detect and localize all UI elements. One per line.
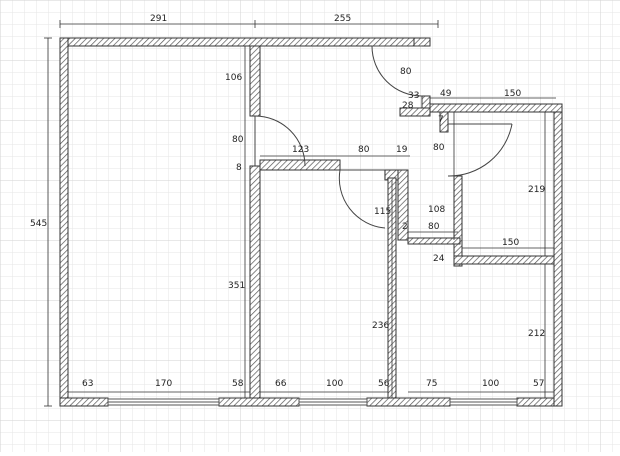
- wall-left: [59, 37, 69, 407]
- wall-mid-vertical: [397, 169, 409, 241]
- wall-partition-upper: [249, 45, 261, 117]
- wall-bottom-2: [218, 397, 300, 407]
- dim-108: 108: [428, 205, 445, 215]
- dim-top-left: 291: [150, 14, 167, 24]
- dim-entry-80: 80: [400, 67, 412, 77]
- dim-win3-right: 57: [533, 379, 544, 389]
- dim-overall-height: 545: [30, 219, 47, 229]
- dim-33: 33: [408, 91, 419, 101]
- wall-corridor-h1: [259, 159, 341, 171]
- dim-win1-width: 170: [155, 379, 172, 389]
- dim-24: 24: [433, 254, 445, 264]
- dim-49: 49: [440, 89, 452, 99]
- dim-win3-left: 75: [426, 379, 437, 389]
- dim-123: 123: [292, 145, 309, 155]
- dim-win1-left: 63: [82, 379, 93, 389]
- dim-351: 351: [228, 281, 245, 291]
- dim-150-mid: 150: [502, 238, 519, 248]
- dim-80-bath: 80: [433, 143, 445, 153]
- windows: [107, 398, 518, 406]
- wall-entry-jamb: [413, 37, 431, 47]
- dim-80-mid: 80: [358, 145, 370, 155]
- dim-80-door-left: 80: [232, 135, 244, 145]
- door-arc-bath: [447, 123, 513, 177]
- dimension-lines: [44, 20, 556, 407]
- wall-bath-bottom: [453, 255, 555, 265]
- dim-win2-right: 56: [378, 379, 390, 389]
- dim-7: 7: [438, 115, 444, 125]
- doors: [254, 45, 513, 229]
- dim-top-right: 255: [334, 14, 351, 24]
- dim-win1-right: 58: [232, 379, 244, 389]
- dim-212: 212: [528, 329, 545, 339]
- door-arc-entry: [371, 45, 423, 97]
- wall-right: [553, 111, 563, 407]
- dim-28: 28: [402, 101, 414, 111]
- door-arc-left: [254, 115, 306, 167]
- dim-106: 106: [225, 73, 242, 83]
- dimension-labels: 291 255 545 106 80 8 123 80 19 80 33 28 …: [30, 14, 545, 389]
- wall-partition-lower: [249, 165, 261, 399]
- wall-top-right: [427, 103, 563, 113]
- dim-8: 8: [236, 163, 242, 173]
- wall-step-horizontal: [399, 107, 431, 117]
- wall-top: [59, 37, 431, 47]
- walls: [59, 37, 563, 407]
- dim-win2-width: 100: [326, 379, 343, 389]
- wall-bath-left: [439, 111, 449, 133]
- dim-19: 19: [396, 145, 408, 155]
- wall-bath-inner: [453, 175, 463, 267]
- wall-bottom-3: [366, 397, 451, 407]
- dim-80-low: 80: [428, 222, 440, 232]
- wall-bottom-1: [59, 397, 109, 407]
- wall-small-h: [407, 237, 461, 245]
- dim-236: 236: [372, 321, 389, 331]
- dim-219: 219: [528, 185, 545, 195]
- dim-win3-width: 100: [482, 379, 499, 389]
- dim-150-top: 150: [504, 89, 521, 99]
- door-arc-mid: [338, 169, 386, 229]
- dim-2: 2: [402, 222, 408, 232]
- dim-win2-left: 66: [275, 379, 287, 389]
- dim-115: 115: [374, 207, 391, 217]
